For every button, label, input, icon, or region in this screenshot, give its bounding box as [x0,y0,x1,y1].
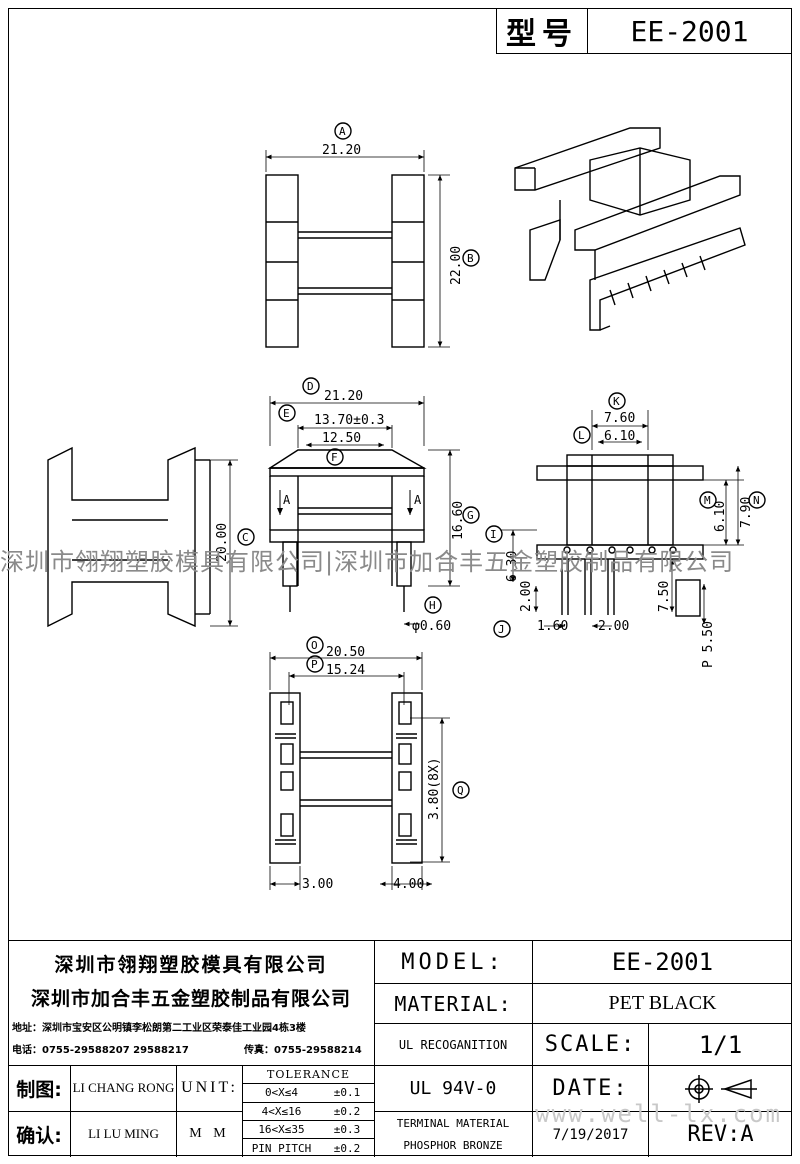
scale-label: SCALE: [532,1023,648,1065]
isometric-view [514,127,746,331]
company-watermark: 深圳市翎翔塑胶模具有限公司|深圳市加合丰五金塑胶制品有限公司 [0,548,735,576]
dim-top-width: 21.20 [322,143,361,158]
scale-value: 1/1 [648,1023,792,1065]
tol-1-value: ±0.1 [333,1086,361,1099]
site-watermark: www.well-lx.com [535,1100,782,1128]
dim-front-core: 12.50 [322,431,361,446]
label-j: J [498,623,505,636]
dim-bottom-pitch: 15.24 [326,663,365,678]
model-header-label: 型号 [497,9,588,53]
front-view [267,377,480,627]
label-e: E [283,407,290,420]
company-name-1: 深圳市翎翔塑胶模具有限公司 [54,953,328,976]
unit-label: UNIT: [176,1065,242,1111]
dim-right-160: 1.60 [537,619,568,634]
dim-right-750: 7.50 [657,581,672,612]
revision: REV:A [648,1111,792,1157]
ul-label: UL RECOGANITION [374,1023,532,1065]
model-label: MODEL: [401,949,505,975]
label-i: I [490,528,497,541]
tol-1-range: 0<X≤4 [242,1083,320,1102]
check-name: LI LU MING [70,1111,176,1157]
label-g: G [467,509,474,522]
company-name-2: 深圳市加合丰五金塑胶制品有限公司 [30,987,351,1010]
tol-4-value: ±0.2 [320,1138,374,1157]
label-h: H [429,599,436,612]
material-label: MATERIAL: [374,983,532,1023]
section-arrow-right: A [414,493,422,507]
technical-drawing: A B 21.20 22.00 D E F G H 21.20 13.70±0.… [47,122,766,892]
right-view [485,392,766,638]
tol-3-range: 16<X≤35 [242,1120,320,1138]
label-p: P [311,658,318,671]
dim-bottom-spacing: 3.80(8X) [427,757,442,820]
label-a: A [339,125,346,138]
terminal-material-label: TERMINAL MATERIAL [374,1111,532,1134]
dim-side-height: 20.00 [215,523,230,562]
company-address: 地址：深圳市宝安区公明镇李松朗第二工业区荣泰佳工业园4栋3楼 [12,1022,306,1034]
tol-3-value: ±0.3 [320,1120,374,1138]
label-b: B [467,252,474,265]
check-label: 确认: [16,1124,62,1147]
tolerance-title: TOLERANCE [242,1065,374,1083]
dim-right-200-h: 2.00 [598,619,629,634]
dim-right-630: 6.30 [505,551,520,582]
date-value: 7/19/2017 [532,1111,648,1157]
dim-right-200-v: 2.00 [519,581,534,612]
model-value: EE-2001 [532,941,792,983]
model-header: 型号 EE-2001 [496,8,792,54]
terminal-material-value: PHOSPHOR BRONZE [403,1139,503,1152]
bottom-view [269,636,470,890]
label-d: D [307,380,314,393]
dim-front-height: 16.60 [451,501,466,540]
dim-front-width: 21.20 [324,389,363,404]
unit-value: M M [176,1111,242,1157]
tol-4-range: PIN PITCH [242,1138,320,1157]
dim-bottom-400: 4.00 [393,877,424,892]
dim-right-610: 6.10 [713,501,728,532]
drawing-frame [8,8,792,1156]
label-l: L [578,429,585,442]
title-block: 深圳市翎翔塑胶模具有限公司 深圳市加合丰五金塑胶制品有限公司 地址：深圳市宝安区… [8,940,792,1157]
company-tel: 电话：0755-29588207 29588217 [12,1044,189,1056]
label-c: C [242,531,249,544]
tol-2-value: ±0.2 [320,1102,374,1120]
dim-top-height: 22.00 [449,246,464,285]
projection-symbol-icon [648,1065,792,1111]
label-o: O [311,639,318,652]
dim-right-760: 7.60 [604,411,635,426]
label-m: M [704,494,711,507]
ul-value: UL 94V-0 [374,1065,532,1111]
dim-front-inner: 13.70±0.3 [314,413,384,428]
model-header-value: EE-2001 [630,14,749,48]
label-f: F [331,451,338,464]
dim-bottom-width: 20.50 [326,645,365,660]
dim-bottom-300: 3.00 [302,877,333,892]
dim-pin-diameter: φ0.60 [412,619,451,634]
dim-right-790: 7.90 [739,497,754,528]
label-k: K [613,395,620,408]
dim-right-610-top: 6.10 [604,429,635,444]
label-q: Q [457,784,464,797]
drawn-label: 制图: [16,1078,62,1101]
tol-2-range: 4<X≤16 [242,1102,320,1120]
top-view [265,122,480,348]
material-value: PET BLACK [532,983,792,1023]
date-label: DATE: [532,1065,648,1111]
label-n: N [753,494,760,507]
side-view [47,446,255,628]
company-fax: 传真：0755-29588214 [244,1044,362,1056]
dim-right-pitch: P 5.50 [701,621,716,668]
drawn-name: LI CHANG RONG [70,1065,176,1111]
section-arrow-left: A [283,493,291,507]
